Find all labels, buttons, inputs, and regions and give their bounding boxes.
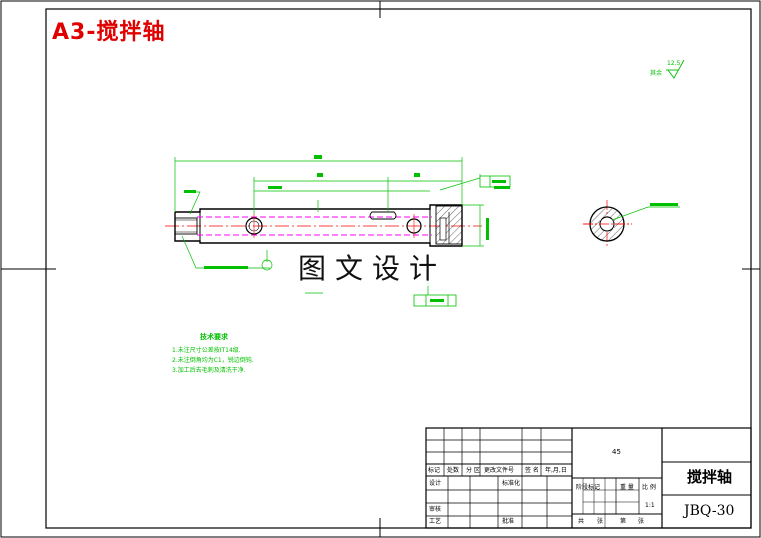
material-value: 45 <box>612 448 621 456</box>
label-stage-mark: 阶段标记 <box>576 484 601 491</box>
keyway <box>369 211 397 220</box>
roughness-value: 12.5 <box>667 60 681 67</box>
watermark-text: 图文设计 <box>296 252 449 286</box>
roughness-label: 其余 <box>650 70 663 77</box>
shaft-outline <box>174 204 463 247</box>
left-end-hole <box>174 217 198 235</box>
label-sheets: 张 <box>597 518 604 525</box>
label-review: 审核 <box>429 506 442 513</box>
roughness-symbol <box>666 59 685 79</box>
label-mark: 标记 <box>428 467 441 474</box>
label-standardization: 标准化 <box>502 480 521 487</box>
shaft-front-view <box>165 204 482 247</box>
title-block <box>425 427 752 529</box>
part-name: 搅拌轴 <box>687 468 733 486</box>
label-process: 工艺 <box>429 518 442 525</box>
dimension-label-marks <box>184 155 510 302</box>
label-change-doc: 更改文件号 <box>484 467 515 474</box>
label-sheet: 张 <box>638 518 645 525</box>
label-number: 第 <box>620 518 627 525</box>
label-design: 设计 <box>429 480 442 487</box>
drawing-code: JBQ-30 <box>684 503 735 519</box>
label-zone: 分 区 <box>466 467 480 474</box>
dimension-lines <box>174 157 484 302</box>
tech-requirement-item: 1.未注尺寸公差按IT14级. <box>172 347 241 354</box>
label-signature: 签 名 <box>525 467 539 474</box>
shaft-section-view <box>583 200 680 248</box>
label-weight: 重 量 <box>620 484 634 491</box>
label-date: 年,月,日 <box>545 467 567 474</box>
tech-requirements-heading: 技术要求 <box>200 333 228 341</box>
tech-requirement-item: 3.加工后去毛刺及清洗干净. <box>172 367 246 374</box>
label-total: 共 <box>578 518 585 525</box>
label-approval: 批准 <box>502 518 515 525</box>
scale-value: 1:1 <box>645 502 655 509</box>
label-scale: 比 例 <box>642 484 656 491</box>
sheet-title: A3-搅拌轴 <box>52 20 166 45</box>
tech-requirement-item: 2.未注倒角均为C1，锐边倒钝. <box>172 357 254 364</box>
label-count: 处数 <box>447 467 460 474</box>
